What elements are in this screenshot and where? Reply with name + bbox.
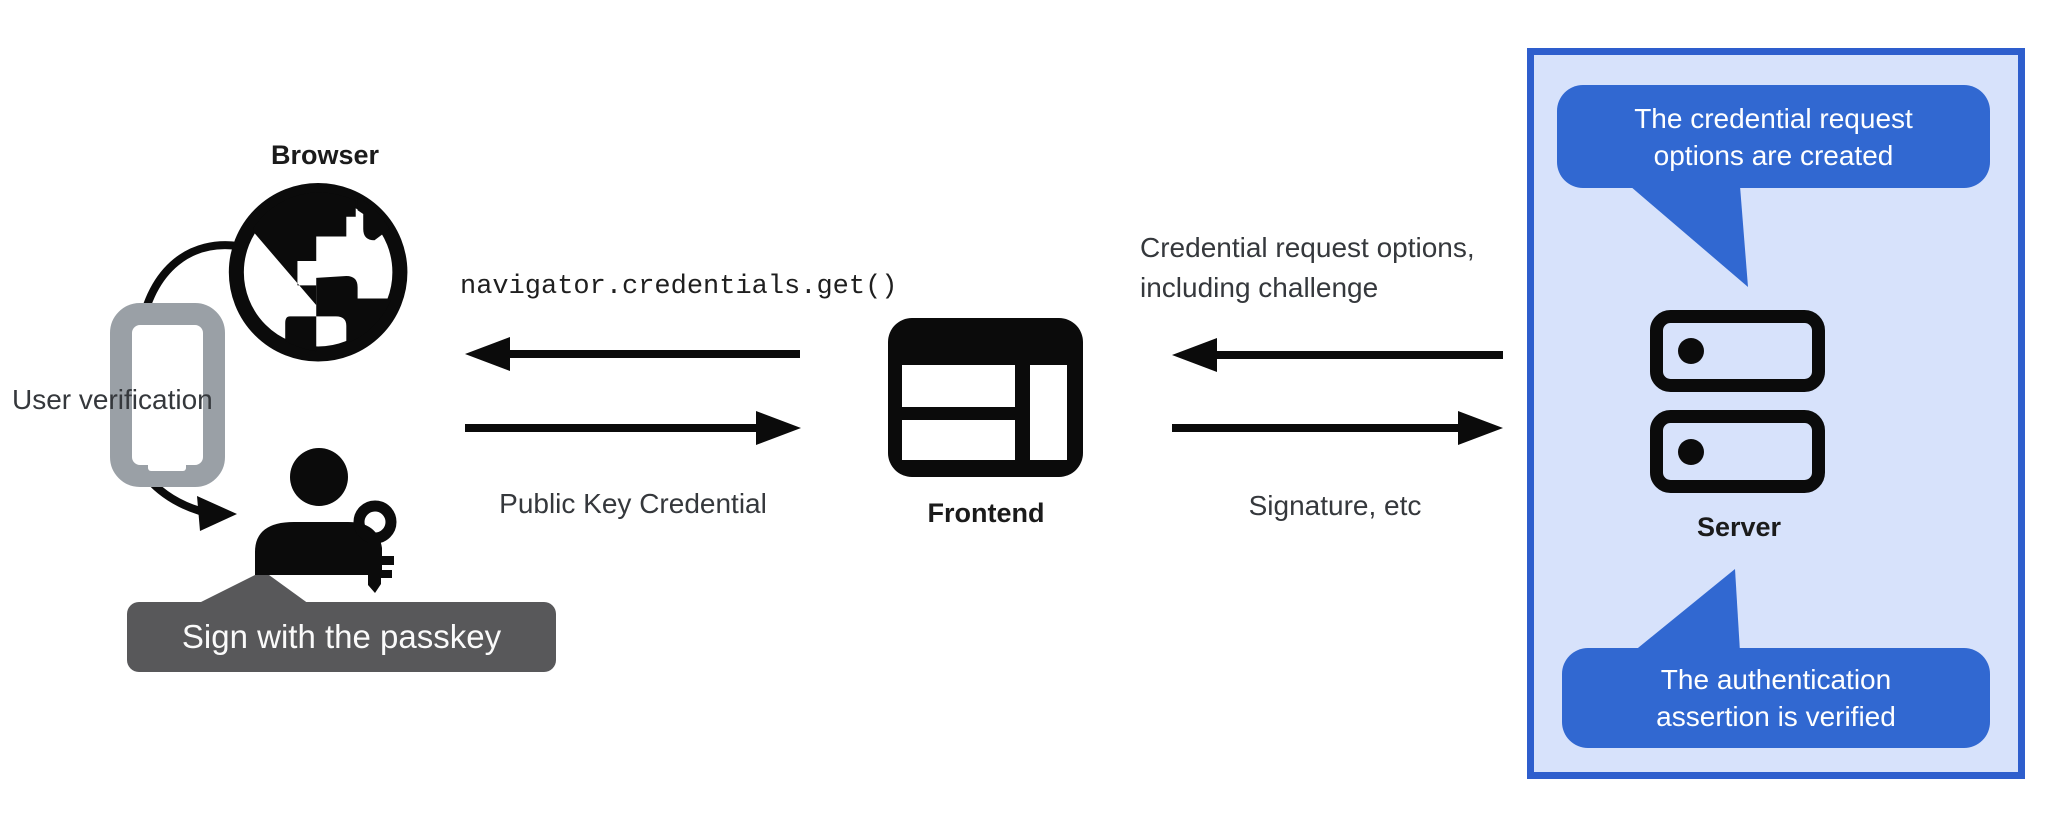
callout-bottom-line2: assertion is verified	[1656, 701, 1896, 732]
callout-top-line1: The credential request	[1634, 102, 1913, 134]
globe-icon	[228, 182, 408, 362]
key-icon	[353, 500, 397, 593]
callout-top: The credential request options are creat…	[1557, 85, 1990, 188]
smartphone-home-bar	[148, 457, 186, 471]
user-verification-caption: User verification	[12, 384, 213, 415]
frontend-window-icon	[888, 318, 1083, 477]
public-key-credential-label: Public Key Credential	[499, 488, 767, 519]
user-icon	[255, 448, 397, 593]
credential-request-line1: Credential request options,	[1140, 232, 1475, 263]
passkey-tooltip: Sign with the passkey	[127, 602, 556, 672]
signature-label: Signature, etc	[1248, 490, 1422, 521]
server-label: Server	[1696, 512, 1782, 542]
server-icon	[1650, 310, 1825, 493]
credential-request-label: Credential request options, including ch…	[1140, 228, 1475, 308]
callout-top-line2: options are created	[1653, 139, 1894, 171]
arrow-frontend-to-browser	[465, 337, 800, 371]
api-call-label: navigator.credentials.get()	[460, 272, 898, 302]
browser-label: Browser	[270, 140, 380, 170]
credential-request-line2: including challenge	[1140, 272, 1379, 303]
callout-bottom: The authentication assertion is verified	[1562, 648, 1990, 748]
smartphone-icon	[110, 303, 225, 487]
arrow-frontend-to-server	[1172, 411, 1503, 445]
arrow-server-to-frontend	[1172, 338, 1503, 372]
arrow-browser-to-frontend	[465, 411, 801, 445]
callout-bottom-line1: The authentication	[1660, 664, 1892, 695]
frontend-label: Frontend	[927, 498, 1045, 528]
passkey-tooltip-text: Sign with the passkey	[181, 618, 502, 655]
